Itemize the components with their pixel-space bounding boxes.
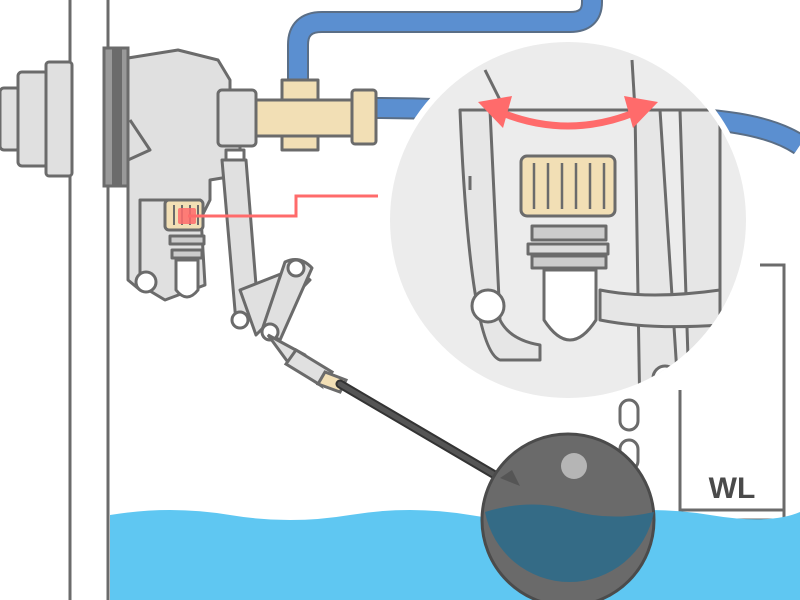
float-arm [266,333,505,483]
wall-mounted-supply-valve [0,46,130,188]
float-ball [480,432,656,600]
zoom-inset [384,36,752,404]
brass-coupling [254,78,378,152]
highlight-target [178,208,196,224]
tank-wall [68,0,110,600]
water-surface [110,510,800,600]
rotation-arrow [478,96,658,130]
float-lever [220,158,314,342]
ball-tap-valve [126,48,258,302]
water-level-label: WL [709,472,756,505]
highlight-connector [188,194,378,218]
